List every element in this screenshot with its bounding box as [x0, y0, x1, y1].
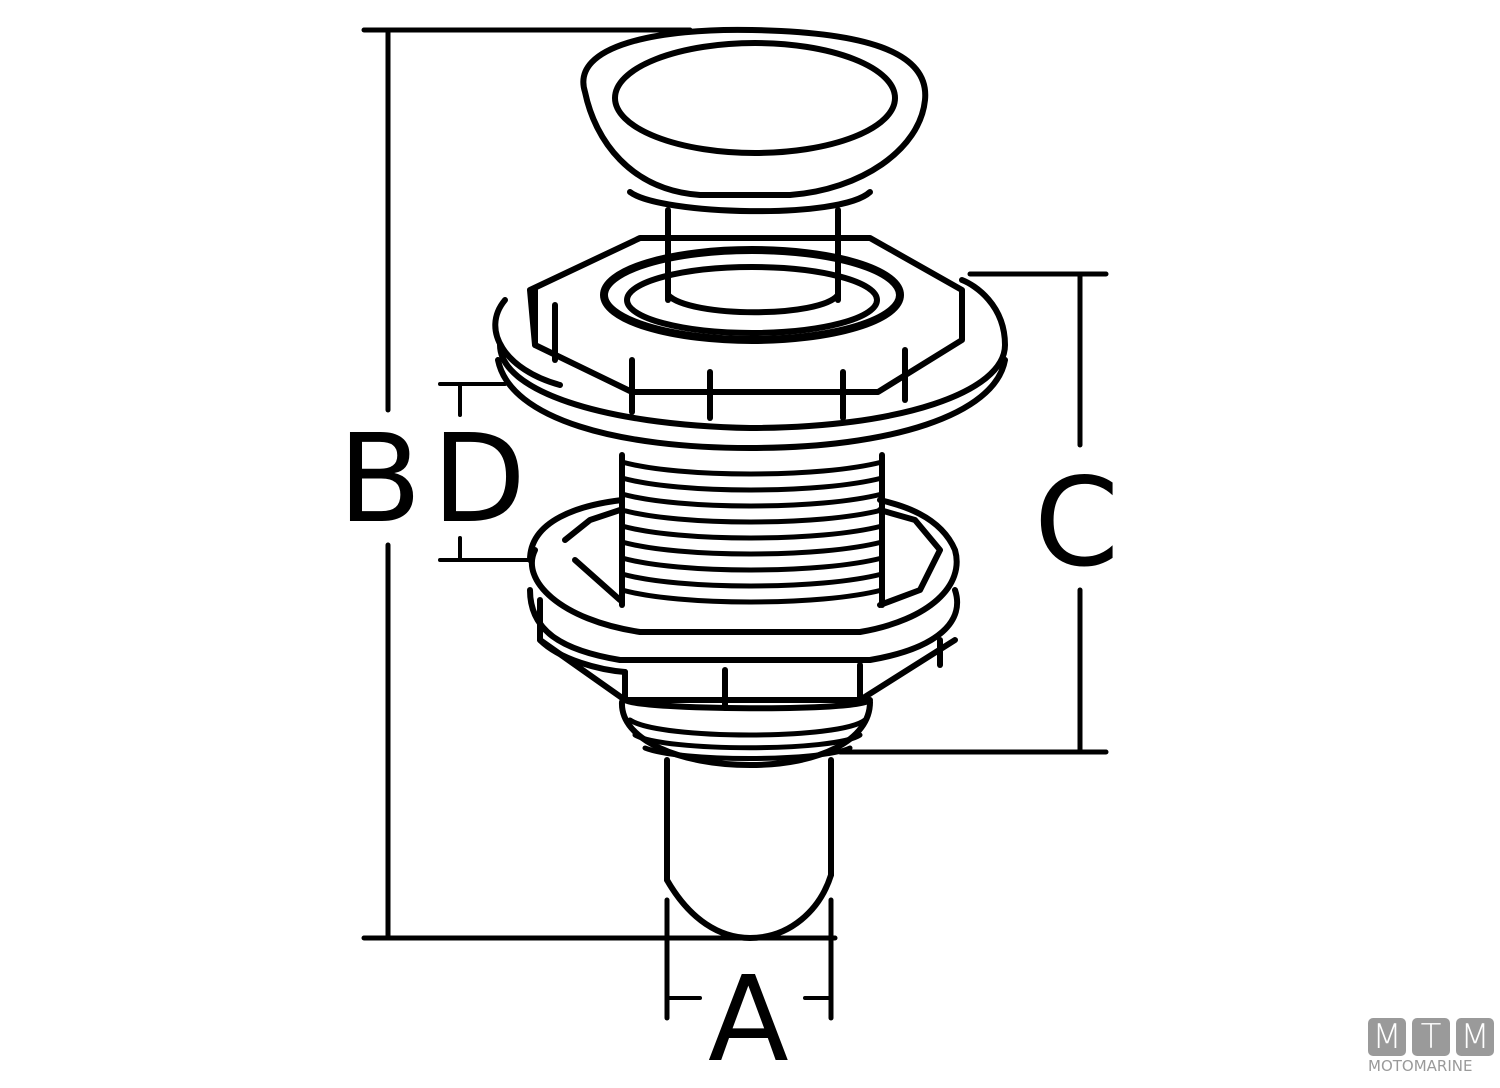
- button-knob: [580, 26, 929, 316]
- dimension-c-lines: [837, 271, 1109, 755]
- dimension-label-c: C: [1034, 452, 1120, 594]
- logo-brand-text: MOTOMARINE: [1368, 1057, 1473, 1075]
- logo-letter-m2: M: [1456, 1017, 1494, 1057]
- upper-flange-nut: [492, 235, 1008, 451]
- plunger-tip: [664, 757, 834, 941]
- lower-lock-nut: [527, 497, 961, 712]
- dimension-a-lines: [664, 897, 834, 1021]
- dimension-label-d: D: [432, 408, 526, 550]
- logo-letter-t: T: [1412, 1017, 1450, 1057]
- gland-ring: [600, 246, 904, 344]
- dimension-label-b: B: [338, 408, 422, 550]
- threaded-body: [619, 452, 885, 608]
- logo-letter-m1: M: [1368, 1017, 1406, 1057]
- dimension-d-lines: [438, 382, 532, 562]
- logo-letter-boxes: M T M: [1368, 1017, 1496, 1057]
- motomarine-watermark: M T M MOTOMARINE: [1368, 1017, 1496, 1075]
- bottom-collar: [618, 699, 873, 768]
- dimension-label-a: A: [708, 950, 789, 1088]
